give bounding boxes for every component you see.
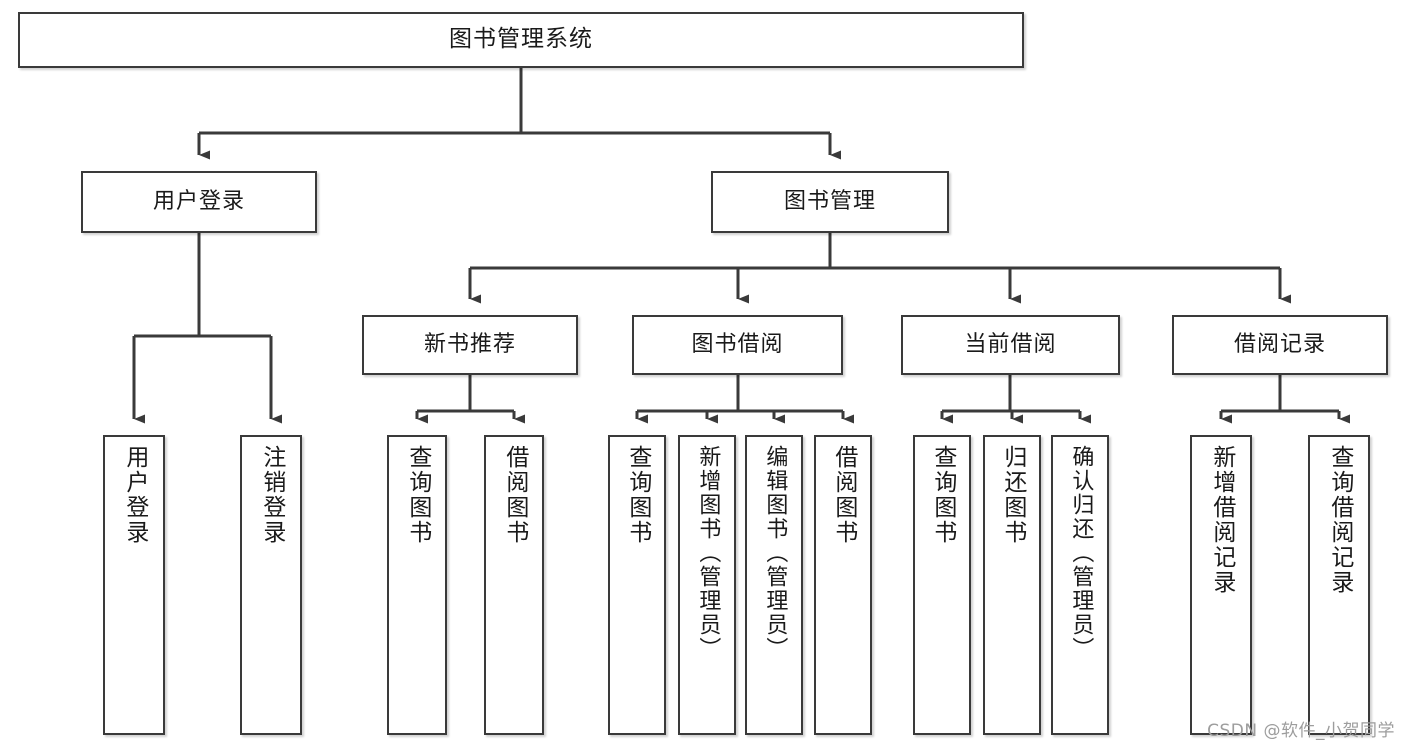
node-add-book-admin-label: 新增图书（管理员） bbox=[695, 445, 721, 661]
node-query-book-borrow[interactable]: 查询图书 bbox=[608, 435, 666, 735]
node-book-manage-label: 图书管理 bbox=[783, 189, 876, 215]
node-query-book-current[interactable]: 查询图书 bbox=[913, 435, 971, 735]
node-borrow-book-recommend[interactable]: 借阅图书 bbox=[484, 435, 544, 735]
watermark-text: CSDN @软件_小贺同学 bbox=[1207, 721, 1395, 741]
node-borrow-record-label: 借阅记录 bbox=[1233, 332, 1326, 358]
node-logout-action[interactable]: 注销登录 bbox=[240, 435, 302, 735]
node-book-borrow[interactable]: 图书借阅 bbox=[632, 315, 843, 375]
node-query-borrow-record-label: 查询借阅记录 bbox=[1326, 445, 1353, 595]
node-add-borrow-record-label: 新增借阅记录 bbox=[1208, 445, 1235, 595]
node-query-book-recommend[interactable]: 查询图书 bbox=[387, 435, 447, 735]
node-query-borrow-record[interactable]: 查询借阅记录 bbox=[1308, 435, 1370, 735]
node-user-login-action-label: 用户登录 bbox=[121, 445, 148, 545]
node-query-book-current-label: 查询图书 bbox=[929, 445, 956, 545]
node-root[interactable]: 图书管理系统 bbox=[18, 12, 1024, 68]
node-new-book-recommend[interactable]: 新书推荐 bbox=[362, 315, 578, 375]
node-book-borrow-label: 图书借阅 bbox=[691, 332, 784, 358]
node-edit-book-admin-label: 编辑图书（管理员） bbox=[762, 445, 788, 661]
node-add-book-admin[interactable]: 新增图书（管理员） bbox=[678, 435, 736, 735]
node-return-book[interactable]: 归还图书 bbox=[983, 435, 1041, 735]
node-new-book-recommend-label: 新书推荐 bbox=[423, 332, 516, 358]
node-book-manage[interactable]: 图书管理 bbox=[711, 171, 949, 233]
node-confirm-return-admin[interactable]: 确认归还（管理员） bbox=[1051, 435, 1109, 735]
node-edit-book-admin[interactable]: 编辑图书（管理员） bbox=[745, 435, 803, 735]
node-borrow-book-recommend-label: 借阅图书 bbox=[501, 445, 528, 545]
node-user-login-action[interactable]: 用户登录 bbox=[103, 435, 165, 735]
node-user-login-label: 用户登录 bbox=[152, 189, 245, 215]
node-root-label: 图书管理系统 bbox=[449, 26, 593, 53]
node-confirm-return-admin-label: 确认归还（管理员） bbox=[1068, 445, 1094, 661]
node-current-borrow-label: 当前借阅 bbox=[964, 332, 1057, 358]
node-logout-action-label: 注销登录 bbox=[258, 445, 285, 545]
node-query-book-recommend-label: 查询图书 bbox=[404, 445, 431, 545]
node-return-book-label: 归还图书 bbox=[999, 445, 1026, 545]
node-borrow-record[interactable]: 借阅记录 bbox=[1172, 315, 1388, 375]
node-query-book-borrow-label: 查询图书 bbox=[624, 445, 651, 545]
node-add-borrow-record[interactable]: 新增借阅记录 bbox=[1190, 435, 1252, 735]
node-borrow-book-action-label: 借阅图书 bbox=[830, 445, 857, 545]
node-user-login[interactable]: 用户登录 bbox=[81, 171, 317, 233]
node-borrow-book-action[interactable]: 借阅图书 bbox=[814, 435, 872, 735]
node-current-borrow[interactable]: 当前借阅 bbox=[901, 315, 1120, 375]
